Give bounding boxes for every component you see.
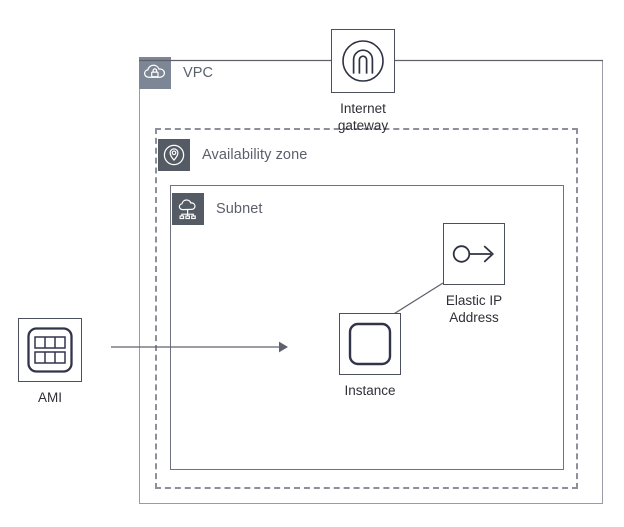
availability-zone-pin-icon	[158, 139, 190, 171]
node-instance[interactable]: Instance	[339, 313, 401, 399]
availability-zone-boundary	[155, 128, 578, 489]
ami-box	[18, 318, 82, 382]
elastic-ip-arrow-icon	[452, 245, 494, 263]
subnet-label: Subnet	[216, 201, 263, 217]
vpc-label: VPC	[183, 65, 214, 81]
subnet-cloud-network-icon	[172, 193, 204, 225]
instance-box	[339, 313, 401, 375]
vpc-cloud-lock-icon	[139, 57, 171, 89]
instance-icon	[348, 322, 392, 366]
node-ami[interactable]: AMI	[18, 318, 82, 406]
internet-gateway-icon	[342, 40, 384, 82]
subnet-header: Subnet	[172, 193, 263, 225]
availability-zone-header: Availability zone	[158, 139, 307, 171]
instance-label: Instance	[344, 383, 396, 398]
elastic-ip-label: Elastic IP Address	[445, 293, 503, 325]
vpc-header: VPC	[139, 57, 213, 89]
internet-gateway-label: Internet gateway	[337, 101, 389, 133]
internet-gateway-box	[331, 29, 395, 93]
node-internet-gateway[interactable]: Internet gateway	[331, 29, 395, 134]
elastic-ip-box	[443, 223, 505, 285]
node-elastic-ip-address[interactable]: Elastic IP Address	[443, 223, 505, 326]
ami-grid-icon	[27, 327, 73, 373]
availability-zone-label: Availability zone	[202, 147, 308, 163]
subnet-boundary	[170, 185, 564, 470]
ami-label: AMI	[37, 390, 62, 405]
